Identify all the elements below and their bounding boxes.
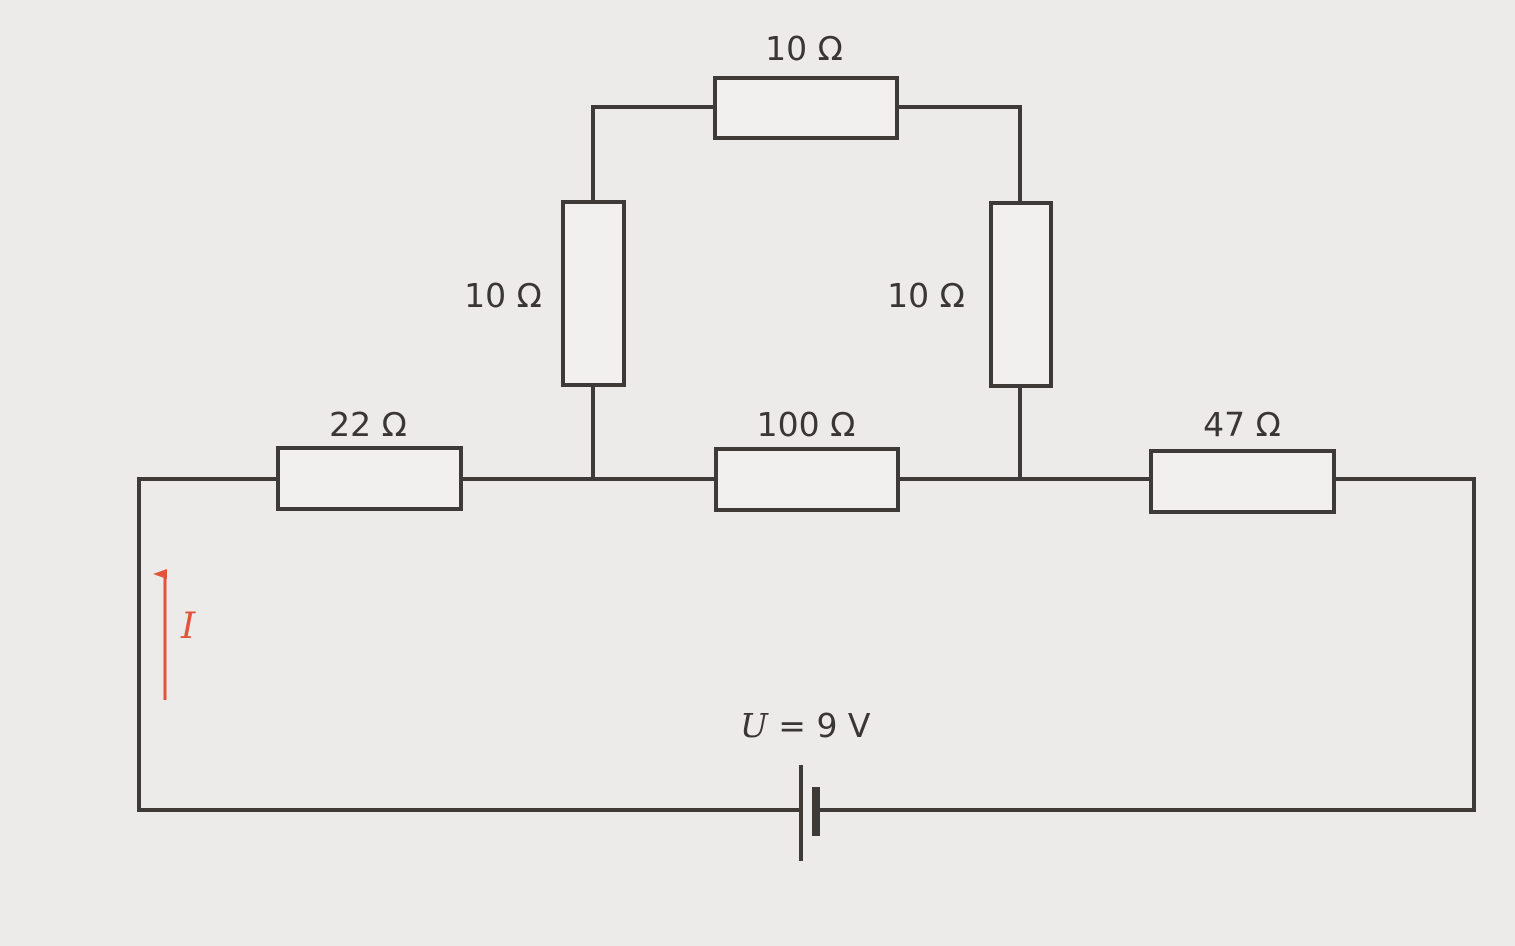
resistor-left-vertical bbox=[561, 200, 626, 387]
source-symbol: U bbox=[740, 706, 769, 745]
label-resistor-bottom-left: 22 Ω bbox=[329, 405, 407, 444]
resistor-bottom-right bbox=[1149, 449, 1336, 514]
source-value: = 9 V bbox=[768, 706, 871, 745]
resistor-bottom-left bbox=[276, 446, 463, 511]
resistor-bottom-middle bbox=[714, 447, 900, 512]
wire-main-right bbox=[816, 477, 1476, 812]
label-resistor-bottom-right: 47 Ω bbox=[1203, 405, 1281, 444]
resistor-right-vertical bbox=[989, 201, 1053, 388]
label-source-voltage: U = 9 V bbox=[740, 706, 871, 745]
wire-main-left bbox=[137, 477, 802, 812]
label-resistor-bottom-middle: 100 Ω bbox=[757, 405, 856, 444]
label-resistor-right-vertical: 10 Ω bbox=[887, 276, 965, 315]
resistor-top bbox=[713, 76, 899, 140]
label-resistor-left-vertical: 10 Ω bbox=[464, 276, 542, 315]
wire-bridge-right-upper bbox=[896, 105, 1022, 205]
label-resistor-top: 10 Ω bbox=[765, 29, 843, 68]
wire-bridge-left-upper bbox=[591, 105, 717, 204]
label-current: I bbox=[180, 606, 196, 647]
